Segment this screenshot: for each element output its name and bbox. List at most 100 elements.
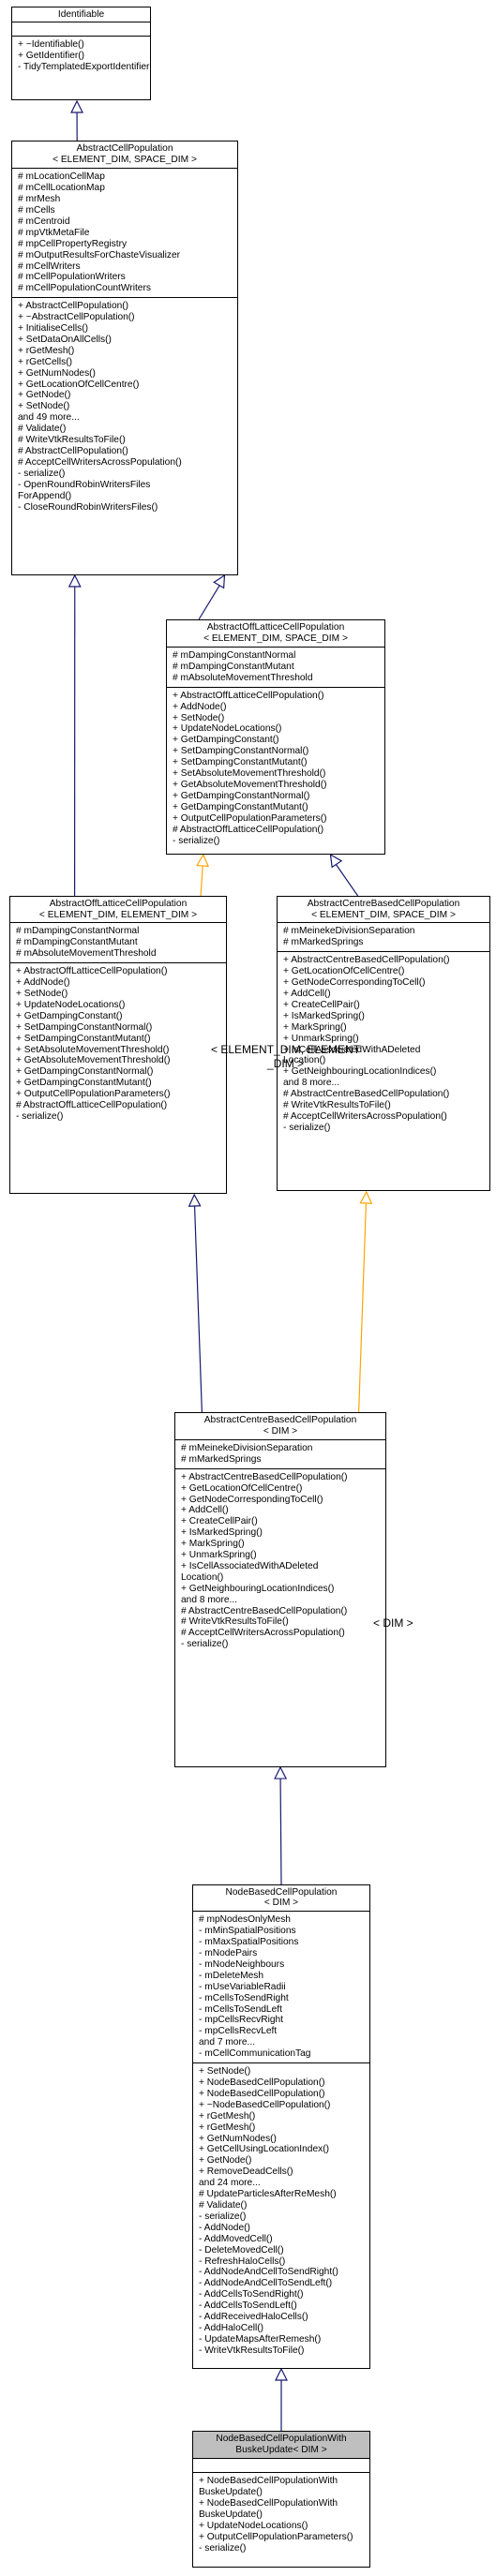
- operation-item: + AbstractCentreBasedCellPopulation(): [181, 1471, 348, 1482]
- attribute-item: # mpVtkMetaFile: [18, 227, 90, 238]
- edge-label-line: < DIM >: [373, 1616, 413, 1630]
- operations-section: + ~Identifiable()+ GetIdentifier()- Tidy…: [12, 36, 150, 76]
- attributes-section: # mMeinekeDivisionSeparation# mMarkedSpr…: [278, 922, 489, 951]
- operation-item: + AddCell(): [181, 1505, 229, 1516]
- operation-item: + IsCellAssociatedWithADeleted: [181, 1560, 319, 1571]
- attribute-item: # mAbsoluteMovementThreshold: [173, 672, 313, 683]
- attributes-section: [193, 2458, 369, 2472]
- edge-aolt-acp-arrow: [213, 573, 226, 589]
- operation-item: # AbstractCentreBasedCellPopulation(): [283, 1089, 450, 1100]
- class-identifiable[interactable]: Identifiable + ~Identifiable()+ GetIdenti…: [11, 6, 151, 101]
- operation-item: # AbstractCentreBasedCellPopulation(): [181, 1605, 348, 1616]
- class-title: AbstractCentreBasedCellPopulation< DIM >: [175, 1413, 385, 1439]
- operation-item: - AddMovedCell(): [199, 2233, 273, 2244]
- operation-item: + SetNode(): [16, 988, 68, 999]
- operations-section: + SetNode()+ NodeBasedCellPopulation()+ …: [193, 2062, 369, 2360]
- operation-item: - serialize(): [199, 2542, 247, 2554]
- operation-item: + AbstractCellPopulation(): [18, 301, 129, 312]
- operation-item: + GetLocationOfCellCentre(): [18, 379, 140, 390]
- operation-item: # Validate(): [199, 2199, 248, 2211]
- operations-section: + AbstractOffLatticeCellPopulation()+ Ad…: [167, 686, 384, 850]
- operation-item: + GetCellUsingLocationIndex(): [199, 2144, 330, 2155]
- operation-item: BuskeUpdate(): [199, 2509, 263, 2520]
- class-abstract-centre-based-cell-population-dim[interactable]: AbstractCentreBasedCellPopulation< DIM >…: [174, 1412, 386, 1768]
- class-title: AbstractCentreBasedCellPopulation< ELEME…: [278, 897, 489, 923]
- operation-item: + GetDampingConstant(): [16, 1010, 123, 1021]
- operation-item: Location(): [283, 1055, 326, 1066]
- operation-item: + ~NodeBasedCellPopulation(): [199, 2099, 331, 2110]
- edge-label-line: < ELEMENT_DIM, ELEMENT: [211, 1043, 361, 1056]
- attribute-item: # mMeinekeDivisionSeparation: [283, 926, 415, 937]
- operation-item: - serialize(): [283, 1122, 331, 1133]
- attribute-item: # mMeinekeDivisionSeparation: [181, 1442, 313, 1453]
- operation-item: - UpdateMapsAfterRemesh(): [199, 2333, 322, 2345]
- class-node-based-cell-population[interactable]: NodeBasedCellPopulation< DIM ># mpNodesO…: [192, 1884, 370, 2369]
- attributes-section: # mpNodesOnlyMesh- mMinSpatialPositions-…: [193, 1911, 369, 2062]
- operation-item: + GetNodeCorrespondingToCell(): [181, 1494, 323, 1505]
- edge-nbcp-acbd-line: [279, 1768, 282, 1885]
- operation-item: + UpdateNodeLocations(): [173, 723, 282, 735]
- operation-item: + rGetMesh(): [199, 2122, 256, 2133]
- operation-item: + GetDampingConstant(): [173, 735, 279, 746]
- operation-item: - AddReceivedHaloCells(): [199, 2312, 308, 2323]
- attribute-item: - mNodePairs: [199, 1948, 258, 1959]
- operation-item: + rGetMesh(): [199, 2110, 256, 2122]
- operation-item: - DeleteMovedCell(): [199, 2244, 284, 2256]
- operation-item: # AbstractCellPopulation(): [18, 446, 128, 457]
- class-abstract-centre-based-cell-population-template[interactable]: AbstractCentreBasedCellPopulation< ELEME…: [277, 895, 490, 1192]
- attribute-item: # mMarkedSprings: [283, 937, 364, 948]
- operations-section: + AbstractCellPopulation()+ ~AbstractCel…: [12, 297, 237, 515]
- operation-item: + NodeBasedCellPopulationWith: [199, 2476, 338, 2487]
- operation-item: + CreateCellPair(): [283, 999, 360, 1010]
- operation-item: + GetDampingConstantMutant(): [173, 801, 308, 812]
- class-title-line: AbstractOffLatticeCellPopulation: [49, 898, 188, 909]
- operations-section: + AbstractCentreBasedCellPopulation() + G…: [175, 1467, 385, 1654]
- operation-item: # Validate(): [18, 424, 67, 435]
- class-title-line: < ELEMENT_DIM, ELEMENT_DIM >: [38, 909, 198, 920]
- class-title: AbstractOffLatticeCellPopulation< ELEMEN…: [167, 620, 384, 647]
- attribute-item: - mCellCommunicationTag: [199, 2048, 311, 2060]
- edge-acbt-aolt-arrow: [329, 853, 343, 869]
- attribute-item: - mMaxSpatialPositions: [199, 1937, 299, 1948]
- class-title-line: AbstractCentreBasedCellPopulation: [307, 898, 460, 909]
- attribute-item: - mpCellsRecvLeft: [199, 2026, 278, 2037]
- operation-item: + NodeBasedCellPopulationWith: [199, 2498, 338, 2509]
- operation-item: - serialize(): [16, 1110, 64, 1122]
- operation-item: and 8 more...: [283, 1078, 340, 1089]
- operation-item: - serialize(): [18, 468, 66, 479]
- operation-item: + AbstractOffLatticeCellPopulation(): [173, 690, 324, 701]
- attribute-item: and 7 more...: [199, 2037, 256, 2048]
- edge-label-element-dim: < ELEMENT_DIM, ELEMENT_DIM >: [211, 1043, 360, 1070]
- operation-item: # AcceptCellWritersAcrossPopulation(): [181, 1628, 345, 1639]
- edge-label-line: _DIM >: [267, 1056, 305, 1070]
- operation-item: + ~AbstractCellPopulation(): [18, 312, 135, 323]
- operation-item: + SetNode(): [18, 401, 70, 412]
- edge-acbd-acbt-arrow: [359, 1190, 373, 1204]
- operation-item: - AddNodeAndCellToSendLeft(): [199, 2278, 333, 2289]
- class-abstract-off-lattice-cell-population-element-dim[interactable]: AbstractOffLatticeCellPopulation< ELEMEN…: [9, 895, 227, 1195]
- operation-item: and 8 more...: [181, 1594, 238, 1605]
- operation-item: + rGetCells(): [18, 356, 73, 367]
- class-title-line: Identifiable: [57, 8, 105, 20]
- attributes-section: # mLocationCellMap# mCellLocationMap# mr…: [12, 168, 237, 297]
- operation-item: + GetNodeCorrespondingToCell(): [283, 977, 426, 989]
- operation-item: - WriteVtkResultsToFile(): [199, 2345, 305, 2356]
- operation-item: + SetAbsoluteMovementThreshold(): [16, 1044, 170, 1055]
- operation-item: + GetNeighbouringLocationIndices(): [283, 1066, 437, 1078]
- operation-item: - OpenRoundRobinWritersFiles: [18, 479, 151, 490]
- operation-item: - serialize(): [199, 2211, 247, 2222]
- operation-item: - serialize(): [173, 835, 220, 846]
- attribute-item: - mpCellsRecvRight: [199, 2015, 284, 2026]
- operation-item: + GetAbsoluteMovementThreshold(): [16, 1055, 171, 1066]
- attribute-item: # mAbsoluteMovementThreshold: [16, 948, 157, 960]
- edge-busk-nbcp-arrow: [275, 2367, 288, 2381]
- class-title-line: NodeBasedCellPopulation: [225, 1886, 338, 1898]
- class-abstract-off-lattice-cell-population-template[interactable]: AbstractOffLatticeCellPopulation< ELEMEN…: [166, 619, 385, 855]
- class-title-line: AbstractCellPopulation: [76, 143, 173, 155]
- operation-item: + OutputCellPopulationParameters(): [199, 2531, 353, 2542]
- edge-acbd-aole-arrow: [188, 1193, 202, 1207]
- operation-item: - RefreshHaloCells(): [199, 2256, 286, 2267]
- class-abstract-cell-population[interactable]: AbstractCellPopulation< ELEMENT_DIM, SPA…: [11, 141, 238, 576]
- operation-item: + SetDampingConstantNormal(): [16, 1021, 153, 1033]
